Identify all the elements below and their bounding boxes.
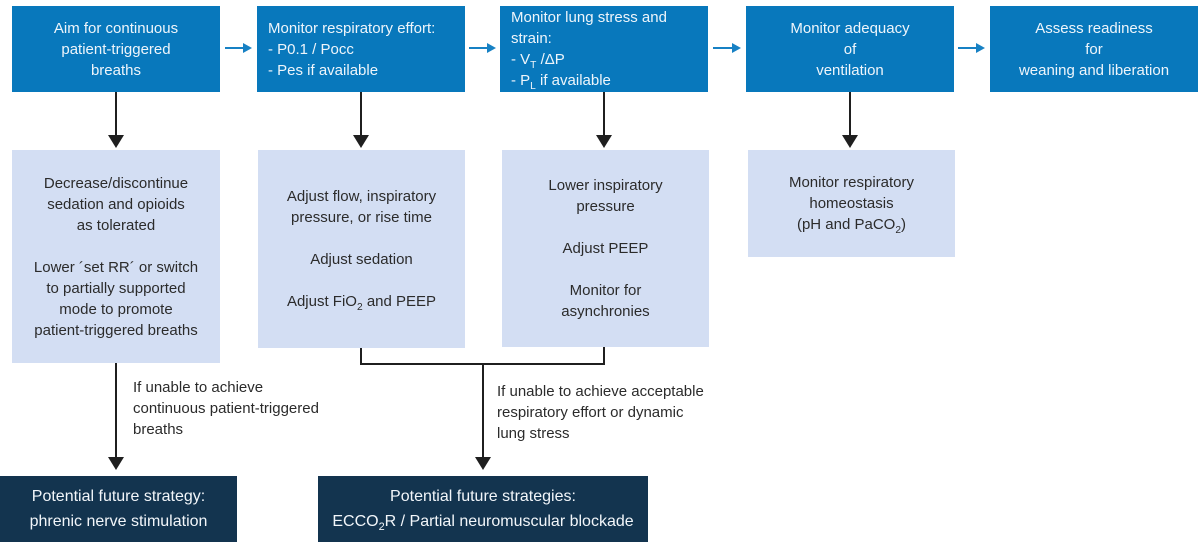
box-text-line: weaning and liberation bbox=[1018, 61, 1170, 79]
future-box-phrenic-stimulation: Potential future strategy: phrenic nerve… bbox=[0, 476, 237, 542]
box-text-line: ventilation bbox=[816, 61, 884, 79]
arrow-down-icon bbox=[108, 363, 124, 470]
box-text-line: for bbox=[1085, 40, 1103, 58]
light-box-lower-pressure: Lower inspiratory pressure Adjust PEEP M… bbox=[502, 150, 709, 347]
box-bullet: - VT /ΔP bbox=[511, 51, 565, 71]
top-box-monitor-respiratory-effort: Monitor respiratory effort: - P0.1 / Poc… bbox=[257, 6, 465, 92]
top-box-monitor-lung-stress-strain: Monitor lung stress and strain: - VT /ΔP… bbox=[500, 6, 708, 92]
top-box-aim-continuous-breaths: Aim for continuous patient-triggered bre… bbox=[12, 6, 220, 92]
box-paragraph: Adjust sedation bbox=[310, 251, 413, 268]
box-paragraph: Monitor for asynchronies bbox=[561, 282, 650, 320]
box-text-line: Monitor adequacy bbox=[790, 19, 910, 37]
top-box-monitor-ventilation-adequacy: Monitor adequacy of ventilation bbox=[746, 6, 954, 92]
box-paragraph: Lower inspiratory pressure bbox=[548, 177, 663, 215]
arrow-right-icon bbox=[958, 43, 985, 53]
light-box-sedation-rr: Decrease/discontinue sedation and opioid… bbox=[12, 150, 220, 363]
box-bullet: - P0.1 / Pocc bbox=[268, 40, 354, 58]
connector-line bbox=[360, 348, 362, 365]
arrow-right-icon bbox=[713, 43, 741, 53]
box-bullet: - PL if available bbox=[511, 72, 611, 92]
light-box-adjust-flow: Adjust flow, inspiratory pressure, or ri… bbox=[258, 150, 465, 348]
future-box-ecco2r-blockade: Potential future strategies: ECCO2R / Pa… bbox=[318, 476, 648, 542]
branch-condition-label-left: If unable to achieve continuous patient-… bbox=[133, 379, 319, 438]
box-paragraph: Adjust flow, inspiratory pressure, or ri… bbox=[286, 188, 437, 226]
arrow-down-icon bbox=[842, 92, 858, 148]
box-text-line: patient-triggered bbox=[61, 40, 171, 58]
box-text-line: Assess readiness bbox=[1035, 19, 1153, 37]
arrow-down-icon bbox=[353, 92, 369, 148]
box-text-line: breaths bbox=[90, 61, 142, 79]
light-box-respiratory-homeostasis: Monitor respiratory homeostasis (pH and … bbox=[748, 150, 955, 257]
box-text-line: Aim for continuous bbox=[53, 19, 179, 37]
box-paragraph: Lower ´set RR´ or switch to partially su… bbox=[33, 258, 199, 339]
branch-condition-label-right: If unable to achieve acceptable respirat… bbox=[497, 383, 704, 442]
box-heading: Monitor respiratory effort: bbox=[268, 19, 436, 37]
arrow-right-icon bbox=[469, 43, 496, 53]
arrow-down-icon bbox=[108, 92, 124, 148]
box-text-line: of bbox=[843, 40, 857, 58]
connector-line bbox=[603, 347, 605, 365]
arrow-down-icon bbox=[475, 364, 491, 470]
box-paragraph: Adjust FiO2 and PEEP bbox=[286, 293, 437, 313]
box-bullet: - Pes if available bbox=[268, 61, 379, 79]
top-box-assess-weaning-readiness: Assess readiness for weaning and liberat… bbox=[990, 6, 1198, 92]
box-paragraph: Decrease/discontinue sedation and opioid… bbox=[43, 174, 189, 234]
box-paragraph: Monitor respiratory homeostasis (pH and … bbox=[788, 174, 915, 236]
arrow-right-icon bbox=[225, 43, 252, 53]
box-heading: Monitor lung stress and strain: bbox=[511, 9, 667, 47]
arrow-down-icon bbox=[596, 92, 612, 148]
box-paragraph: Adjust PEEP bbox=[562, 240, 649, 257]
